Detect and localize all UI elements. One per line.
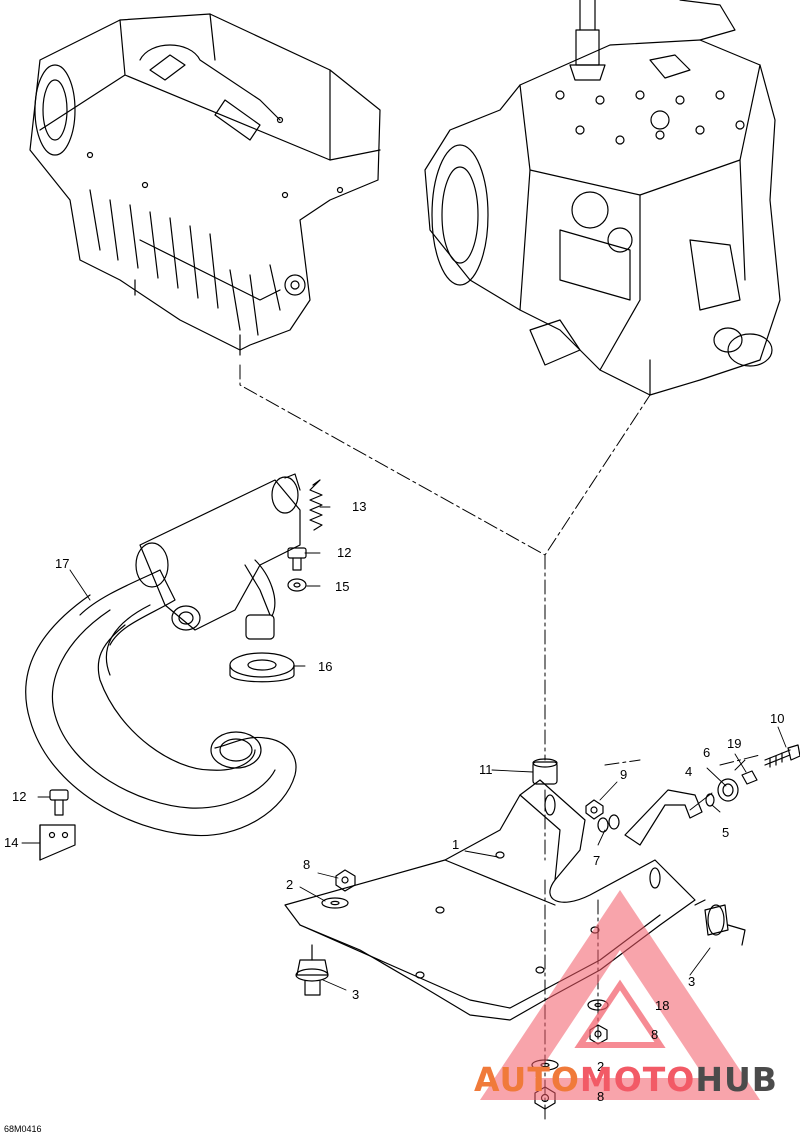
rubber-mount-3-right [694,899,746,946]
nut-8-right [589,1024,608,1045]
washer-19 [741,770,758,785]
callout-8-bottom: 8 [597,1089,605,1104]
callout-19: 19 [727,736,742,751]
callout-16: 16 [318,659,333,674]
bolt-10 [764,744,800,768]
callout-7: 7 [593,853,601,868]
rubber-mount-3-left [295,944,329,996]
engine-left-illustration [29,13,381,356]
drawing-code: 68M0416 [4,1124,42,1134]
callout-17: 17 [55,556,70,571]
watermark-text-auto: AUTO [474,1060,580,1099]
bracket-14 [39,824,76,861]
callout-13: 13 [352,499,367,514]
exhaust-system [25,473,301,837]
callout-3-right: 3 [688,974,696,989]
watermark-text-hub: HUB [695,1060,778,1099]
callout-3-left: 3 [352,987,360,1002]
callout-5: 5 [722,825,730,840]
callout-8-right: 8 [651,1027,659,1042]
callout-18: 18 [655,998,670,1013]
callout-12-lower: 12 [12,789,27,804]
callout-1: 1 [452,837,460,852]
watermark-logo [480,890,760,1100]
nut-8-left [335,869,356,892]
callout-10: 10 [770,711,785,726]
callout-8-left: 8 [303,857,311,872]
callout-4: 4 [685,764,693,779]
spring-13 [309,479,323,531]
callout-6: 6 [703,745,711,760]
mounting-plate-1 [284,779,696,1021]
watermark-text-moto: MOTO [579,1060,696,1099]
watermark-text: AUTOMOTOHUB [474,1060,778,1099]
washer-2-left [321,897,349,909]
callout-2-bottom: 2 [597,1059,605,1074]
spacer-6 [717,778,739,802]
nut-9 [585,799,604,820]
callout-9: 9 [620,767,628,782]
callout-15: 15 [335,579,350,594]
bracket-4 [624,789,703,846]
spacer-11 [532,758,558,785]
callout-14: 14 [4,835,19,850]
screw-12-lower [49,789,69,816]
callout-11: 11 [479,762,493,777]
washers-7 [597,814,620,833]
washer-15 [287,578,307,592]
engine-right-illustration [424,0,781,396]
callout-12-upper: 12 [337,545,352,560]
screw-12-upper [287,547,307,571]
callout-2-left: 2 [286,877,294,892]
bushing-5 [705,793,715,807]
grommet-16 [229,652,295,683]
leader-lines [21,506,787,991]
